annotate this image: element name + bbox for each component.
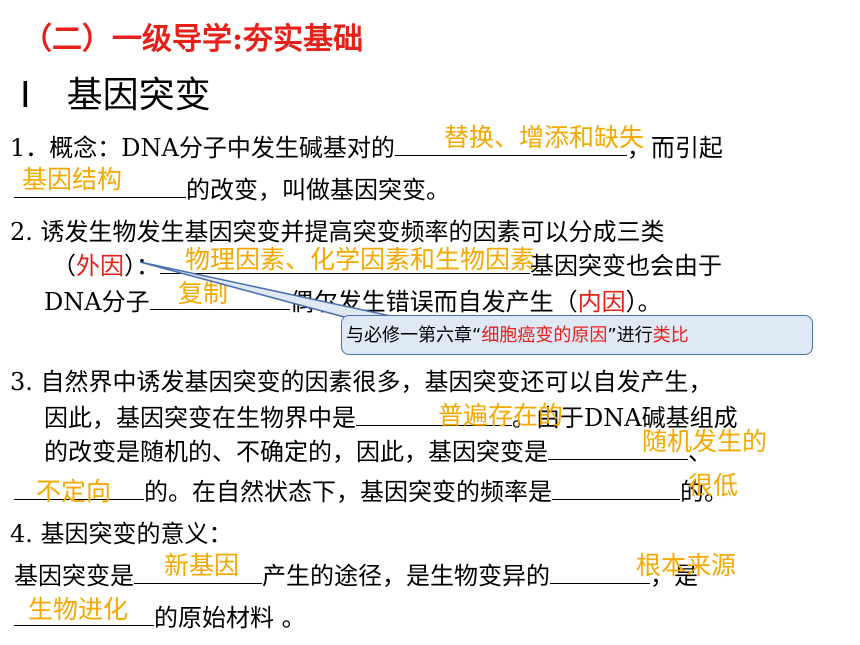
- callout-note: 与必修一第六章“细胞癌变的原因”进行类比: [341, 315, 813, 355]
- p4-blank-2: [550, 559, 650, 584]
- p3-blank-2: [548, 435, 688, 460]
- p2-open: （: [52, 252, 76, 280]
- p2-tail: 基因突变也会由于: [530, 252, 722, 280]
- p1-answer-2: 基因结构: [22, 165, 123, 194]
- p2-line1: 2. 诱发生物发生基因突变并提高突变频率的因素可以分成三类: [10, 218, 665, 246]
- p2-waiyin: 外因: [76, 252, 124, 280]
- p4-line3: 的原始材料 。: [14, 598, 306, 633]
- callout-text-c: ”进行: [607, 325, 653, 346]
- p2-line3: DNA分子 偶尔发生错误而自发产生（内因）。: [44, 282, 662, 317]
- callout-text-a: 与必修一第六章“: [346, 325, 482, 346]
- p2-text-d: 偶尔发生错误而自发产生（: [289, 288, 578, 316]
- p1-answer-1: 替换、增添和缺失: [444, 123, 645, 152]
- p3-line3: 的改变是随机的、不确定的，因此，基因突变是 、: [44, 432, 712, 467]
- p2-text-c: DNA分子: [44, 288, 150, 316]
- p4-answer-1: 新基因: [164, 551, 240, 580]
- p4-answer-2: 根本来源: [636, 551, 737, 580]
- p3-text-c: 。由于DNA碱基组成: [512, 404, 738, 432]
- p4-text-b: 基因突变是: [14, 562, 134, 590]
- p3-answer-1: 普遍存在的: [438, 401, 564, 430]
- p4-line2: 基因突变是 产生的途径，是生物变异的 ，是: [14, 556, 698, 591]
- callout-text-b: 细胞癌变的原因: [481, 325, 608, 346]
- p4-answer-3: 生物进化: [28, 595, 129, 624]
- callout-text-d: 类比: [652, 325, 689, 346]
- p1-line1: 1．概念：DNA分子中发生碱基对的 ，而引起: [10, 128, 723, 163]
- p1-text-c: 的改变，叫做基因突变。: [186, 176, 450, 204]
- p4-blank-3: [14, 601, 154, 626]
- p4-text-e: 的原始材料 。: [154, 604, 306, 632]
- p3-text-f: 的。在自然状态下，基因突变的频率是: [144, 478, 552, 506]
- p2-neiyin: 内因: [577, 288, 626, 316]
- p3-answer-2: 随机发生的: [642, 427, 768, 456]
- p3-answer-3: 不定向: [36, 477, 112, 506]
- p2-answer-2: 复制: [178, 279, 229, 308]
- p2-mid: ）：: [124, 252, 160, 280]
- p4-text-d: ，是: [650, 562, 698, 590]
- p3-text-b: 因此，基因突变在生物界中是: [44, 404, 356, 432]
- section-heading: Ⅰ 基因突变: [20, 75, 211, 116]
- p3-line2: 因此，基因突变在生物界中是 。由于DNA碱基组成: [44, 398, 738, 433]
- p3-blank-3: [14, 475, 144, 500]
- p3-line1: 3. 自然界中诱发基因突变的因素很多，基因突变还可以自发产生，: [10, 368, 713, 396]
- page-title: （二）一级导学:夯实基础: [22, 22, 364, 57]
- p1-text-a: 1．概念：DNA分子中发生碱基对的: [10, 134, 395, 162]
- p3-text-e: 、: [688, 438, 712, 466]
- p3-blank-4: [552, 475, 680, 500]
- p4-blank-1: [134, 559, 262, 584]
- p4-line1: 4. 基因突变的意义：: [10, 520, 233, 548]
- p3-blank-1: [356, 401, 512, 426]
- p3-line4: 的。在自然状态下，基因突变的频率是 的。: [14, 472, 728, 507]
- p2-answer-1: 物理因素、化学因素和生物因素: [185, 245, 536, 274]
- p3-answer-4: 很低: [688, 471, 739, 500]
- p2-text-e: ）。: [625, 288, 662, 316]
- p1-blank-1: [394, 131, 627, 156]
- p4-text-c: 产生的途径，是生物变异的: [262, 562, 550, 590]
- p1-blank-2: [14, 173, 186, 198]
- p3-text-g: 的。: [680, 478, 728, 506]
- p1-line2: 的改变，叫做基因突变。: [14, 170, 450, 205]
- p3-text-d: 的改变是随机的、不确定的，因此，基因突变是: [44, 438, 548, 466]
- p1-text-b: ，而引起: [626, 134, 723, 162]
